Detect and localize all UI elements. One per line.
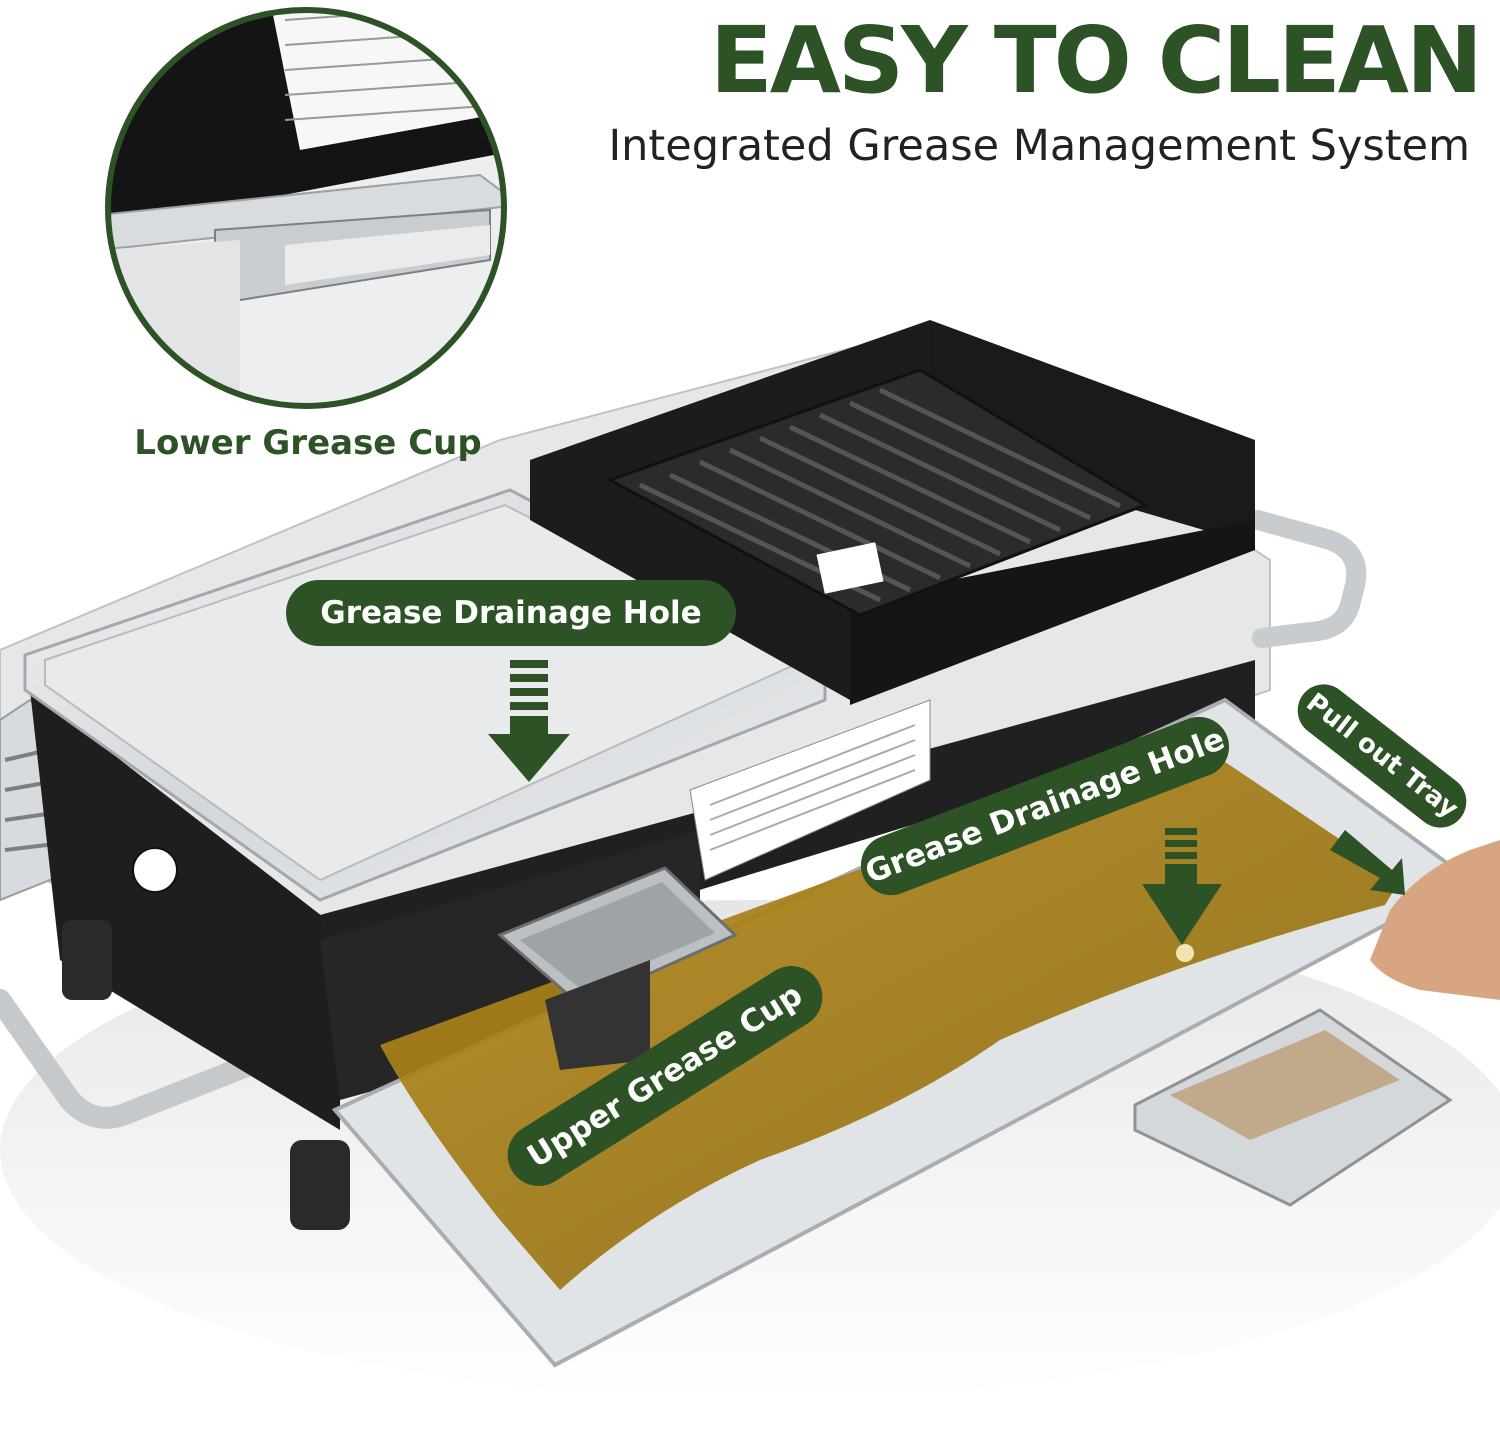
inset-ring <box>105 7 507 409</box>
leg-front-left <box>62 920 112 1000</box>
callout-grease-drainage-hole: Grease Drainage Hole <box>286 580 736 646</box>
leg-front-right <box>290 1140 350 1230</box>
grill-body <box>30 690 340 1130</box>
tray-drain-hole <box>1176 944 1194 962</box>
upper-grease-cup-inner <box>520 882 715 990</box>
left-handle <box>0 989 311 1129</box>
hand <box>1370 840 1500 1000</box>
grease-pool <box>380 745 1400 1290</box>
arrow-down-icon <box>488 660 570 782</box>
burner-hole <box>132 847 178 893</box>
page-title: EASY TO CLEAN <box>709 7 1483 114</box>
grate-center-opening <box>816 542 884 594</box>
inset-caption: Lower Grease Cup <box>134 423 482 463</box>
right-handle <box>1248 510 1367 648</box>
lower-grease-cup-liner <box>1170 1030 1400 1140</box>
inset-photo <box>108 10 504 406</box>
upper-cup-bracket <box>545 960 650 1070</box>
grill-box-back <box>930 320 1255 545</box>
grill-box-front <box>850 520 1255 705</box>
arrow-diagonal-icon <box>1330 830 1405 895</box>
arrow-down-icon <box>1142 828 1222 945</box>
page-subtitle: Integrated Grease Management System <box>608 121 1470 171</box>
